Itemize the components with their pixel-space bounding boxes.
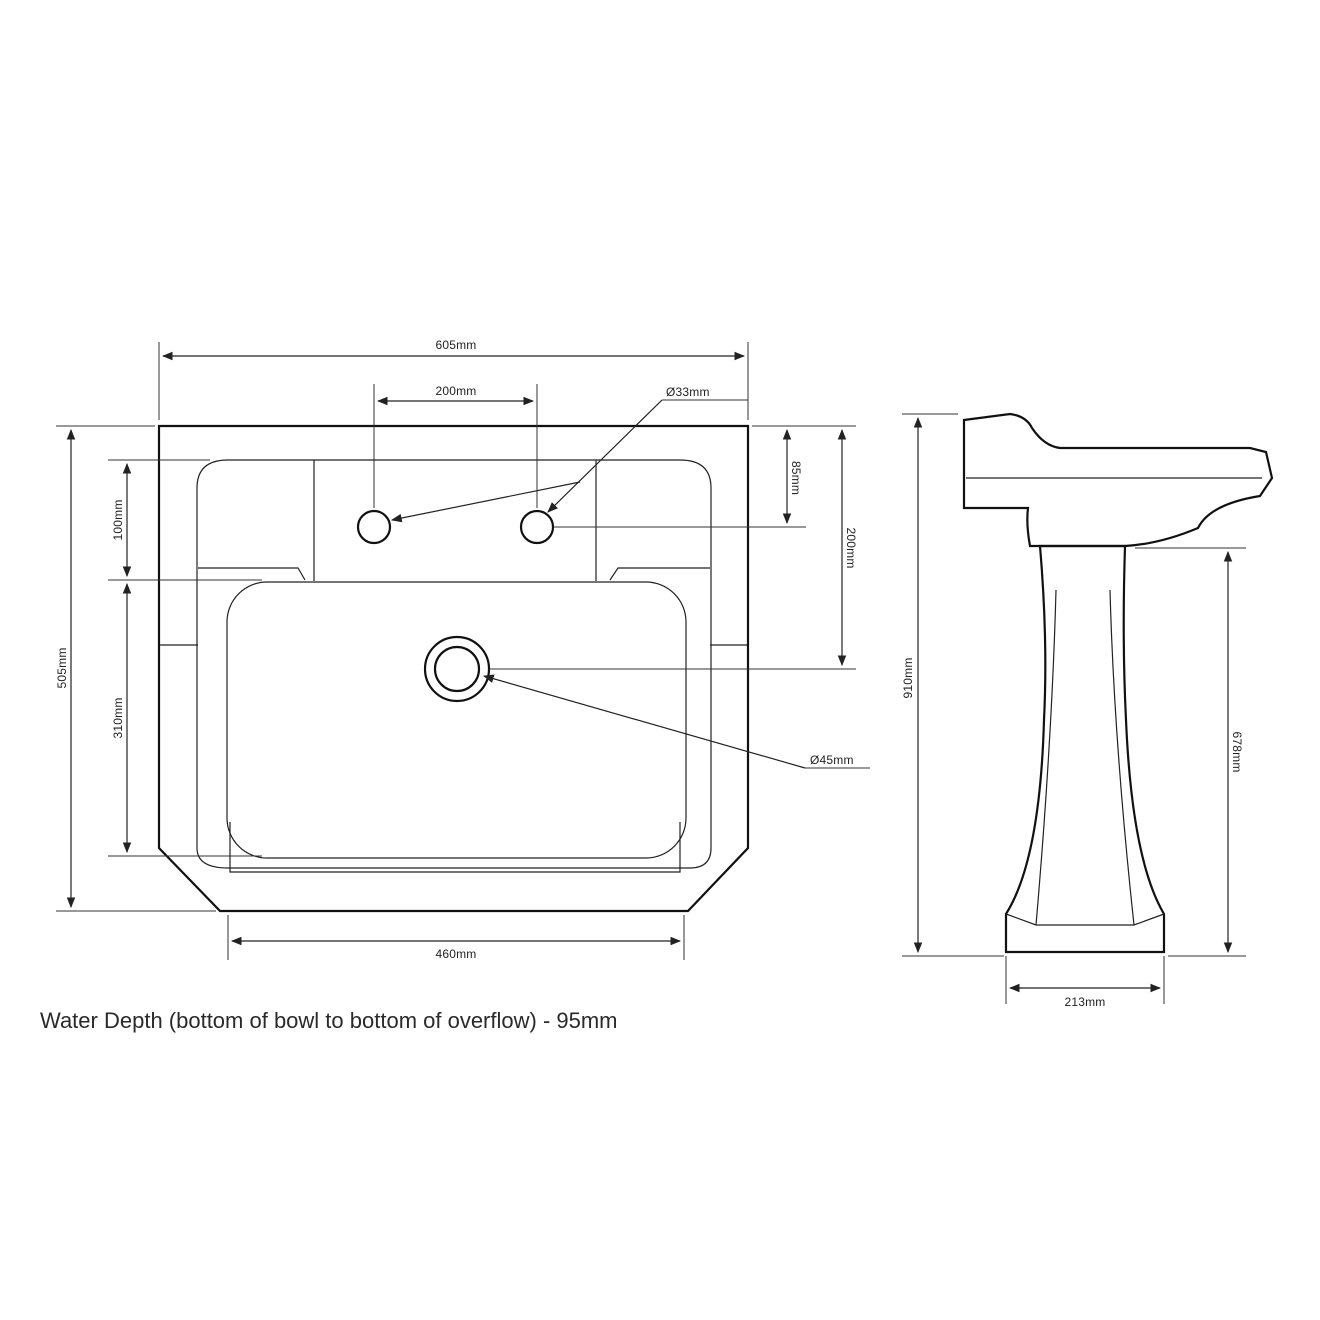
dim-tap-spacing: 200mm — [435, 384, 476, 398]
leader-tap-hole-left — [390, 481, 581, 523]
dim-pedestal-height: 678mm — [1230, 731, 1244, 772]
dim-waste-diameter: Ø45mm — [810, 753, 854, 767]
side-view: 910mm 678mm 213mm — [901, 412, 1274, 1009]
dim-overall-depth: 505mm — [55, 647, 69, 688]
dim-overall-width: 605mm — [435, 338, 476, 352]
tap-deck-outline — [196, 459, 712, 869]
dim-tap-hole-depth: 85mm — [789, 461, 803, 495]
tap-hole-right — [519, 509, 555, 545]
basin-outer-outline — [157, 424, 750, 913]
dim-tap-hole-diameter: Ø33mm — [666, 385, 710, 399]
pedestal-profile — [1004, 544, 1166, 954]
leader-waste-outlet — [482, 674, 806, 769]
dim-base-width: 213mm — [1064, 995, 1105, 1009]
bowl-outline — [226, 581, 687, 859]
tap-hole-left — [356, 509, 392, 545]
dim-overall-height: 910mm — [901, 657, 915, 698]
pedestal-inner-lines — [1005, 589, 1165, 926]
dim-waste-offset: 200mm — [844, 527, 858, 568]
dim-upper-depth: 100mm — [111, 499, 125, 540]
basin-side-profile — [962, 412, 1274, 548]
front-chamfer-left — [229, 822, 681, 873]
water-depth-note: Water Depth (bottom of bowl to bottom of… — [40, 1008, 618, 1033]
deck-shelf-left — [198, 567, 306, 581]
waste-outlet-inner — [433, 645, 481, 693]
leader-tap-hole-right — [547, 399, 663, 513]
front-view: 605mm 200mm Ø33mm 85mm 200mm Ø45mm 505mm — [55, 338, 870, 961]
deck-shelf-right — [609, 567, 710, 581]
dim-front-width: 460mm — [435, 947, 476, 961]
dim-bowl-depth: 310mm — [111, 697, 125, 738]
